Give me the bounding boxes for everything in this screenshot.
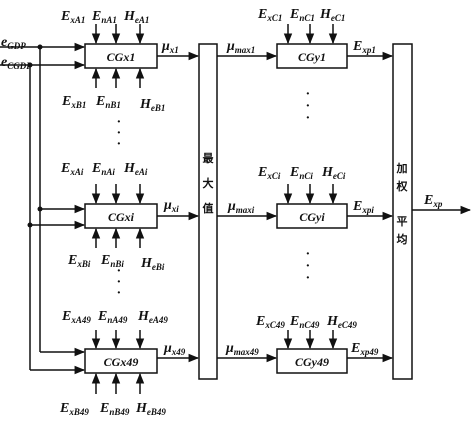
label-hec49: HeC49 [326,314,357,330]
label-enci: EnCi [289,165,313,181]
junction [37,44,43,50]
label-exp49: Exp49 [350,341,379,357]
avg-char-2: 权 [396,179,409,193]
ellipsis-dot: · [117,126,121,141]
cgx-label-1: CGx1 [107,50,136,64]
max-block [198,43,218,380]
label-ena1: EnA1 [91,9,117,25]
label-enbi: EnBi [100,253,124,269]
label-enc1: EnC1 [289,7,315,23]
ellipsis-dot: · [117,115,121,130]
label-hebi: HeBi [140,256,165,272]
junction [37,206,43,212]
label-exai: ExAi [60,161,84,177]
label-hea49: HeA49 [137,309,168,325]
label-exp1: Exp1 [352,39,376,55]
label-exa49: ExA49 [61,309,91,325]
label-hea1: HeA1 [123,9,149,25]
label-heb49: HeB49 [135,401,166,417]
junction [27,222,33,228]
label-exb1: ExB1 [61,94,86,110]
ellipsis-dot: · [306,247,310,262]
ellipsis-dot: · [306,111,310,126]
cgx-box-1 [84,43,158,69]
cgx-label-49: CGx49 [104,355,139,369]
label-exci: ExCi [257,165,281,181]
label-enc49: EnC49 [289,314,320,330]
ellipsis-dot: · [306,271,310,286]
label-heci: HeCi [321,165,346,181]
label-mu-xi: μxi [163,198,179,214]
ellipsis-dot: · [306,259,310,274]
label-mu-x49: μx49 [163,341,186,357]
label-exc49: ExC49 [255,314,285,330]
avg-char-4: 均 [397,232,408,246]
label-enai: EnAi [91,161,115,177]
ellipsis-dot: · [117,286,121,301]
label-mumax49: μmax49 [225,341,259,357]
label-exb49: ExB49 [59,401,89,417]
cgy-label-1: CGy1 [298,50,326,64]
ellipsis-dot: · [306,87,310,102]
label-exbi: ExBi [67,253,91,269]
cgy-label-49: CGy49 [295,355,329,369]
weighted-average-block [392,43,413,380]
max-char-3: 值 [203,201,214,215]
label-hec1: HeC1 [319,7,345,23]
ellipsis-dot: · [117,264,121,279]
max-char-2: 大 [203,176,214,190]
cgy-box-49 [276,348,348,374]
label-mumax1: μmax1 [226,39,255,55]
cgy-box-1 [276,43,348,69]
label-mu-x1: μx1 [161,39,179,55]
label-exa1: ExA1 [60,9,85,25]
avg-char-3: 平 [397,215,408,228]
ellipsis-dot: · [117,137,121,152]
avg-char-1: 加 [396,161,408,175]
max-char-1: 最 [203,152,215,165]
cgy-label-i: CGyi [299,210,325,224]
label-output: Exp [423,193,443,209]
label-heai: HeAi [123,161,148,177]
ellipsis-dot: · [117,275,121,290]
cgx-box-49 [84,348,158,374]
label-enb49: EnB49 [99,401,130,417]
input-e-gdp: eGDP [1,35,26,51]
label-mumaxi: μmaxi [227,199,255,215]
label-heb1: HeB1 [139,97,165,113]
cgx-label-i: CGxi [108,210,135,224]
label-enb1: EnB1 [95,94,121,110]
ellipsis-dot: · [306,99,310,114]
label-expi: Expi [352,199,374,215]
label-ena49: EnA49 [97,309,128,325]
input-e-cgdp: eCGDP [1,55,32,71]
junction [27,62,33,68]
label-exc1: ExC1 [257,7,282,23]
